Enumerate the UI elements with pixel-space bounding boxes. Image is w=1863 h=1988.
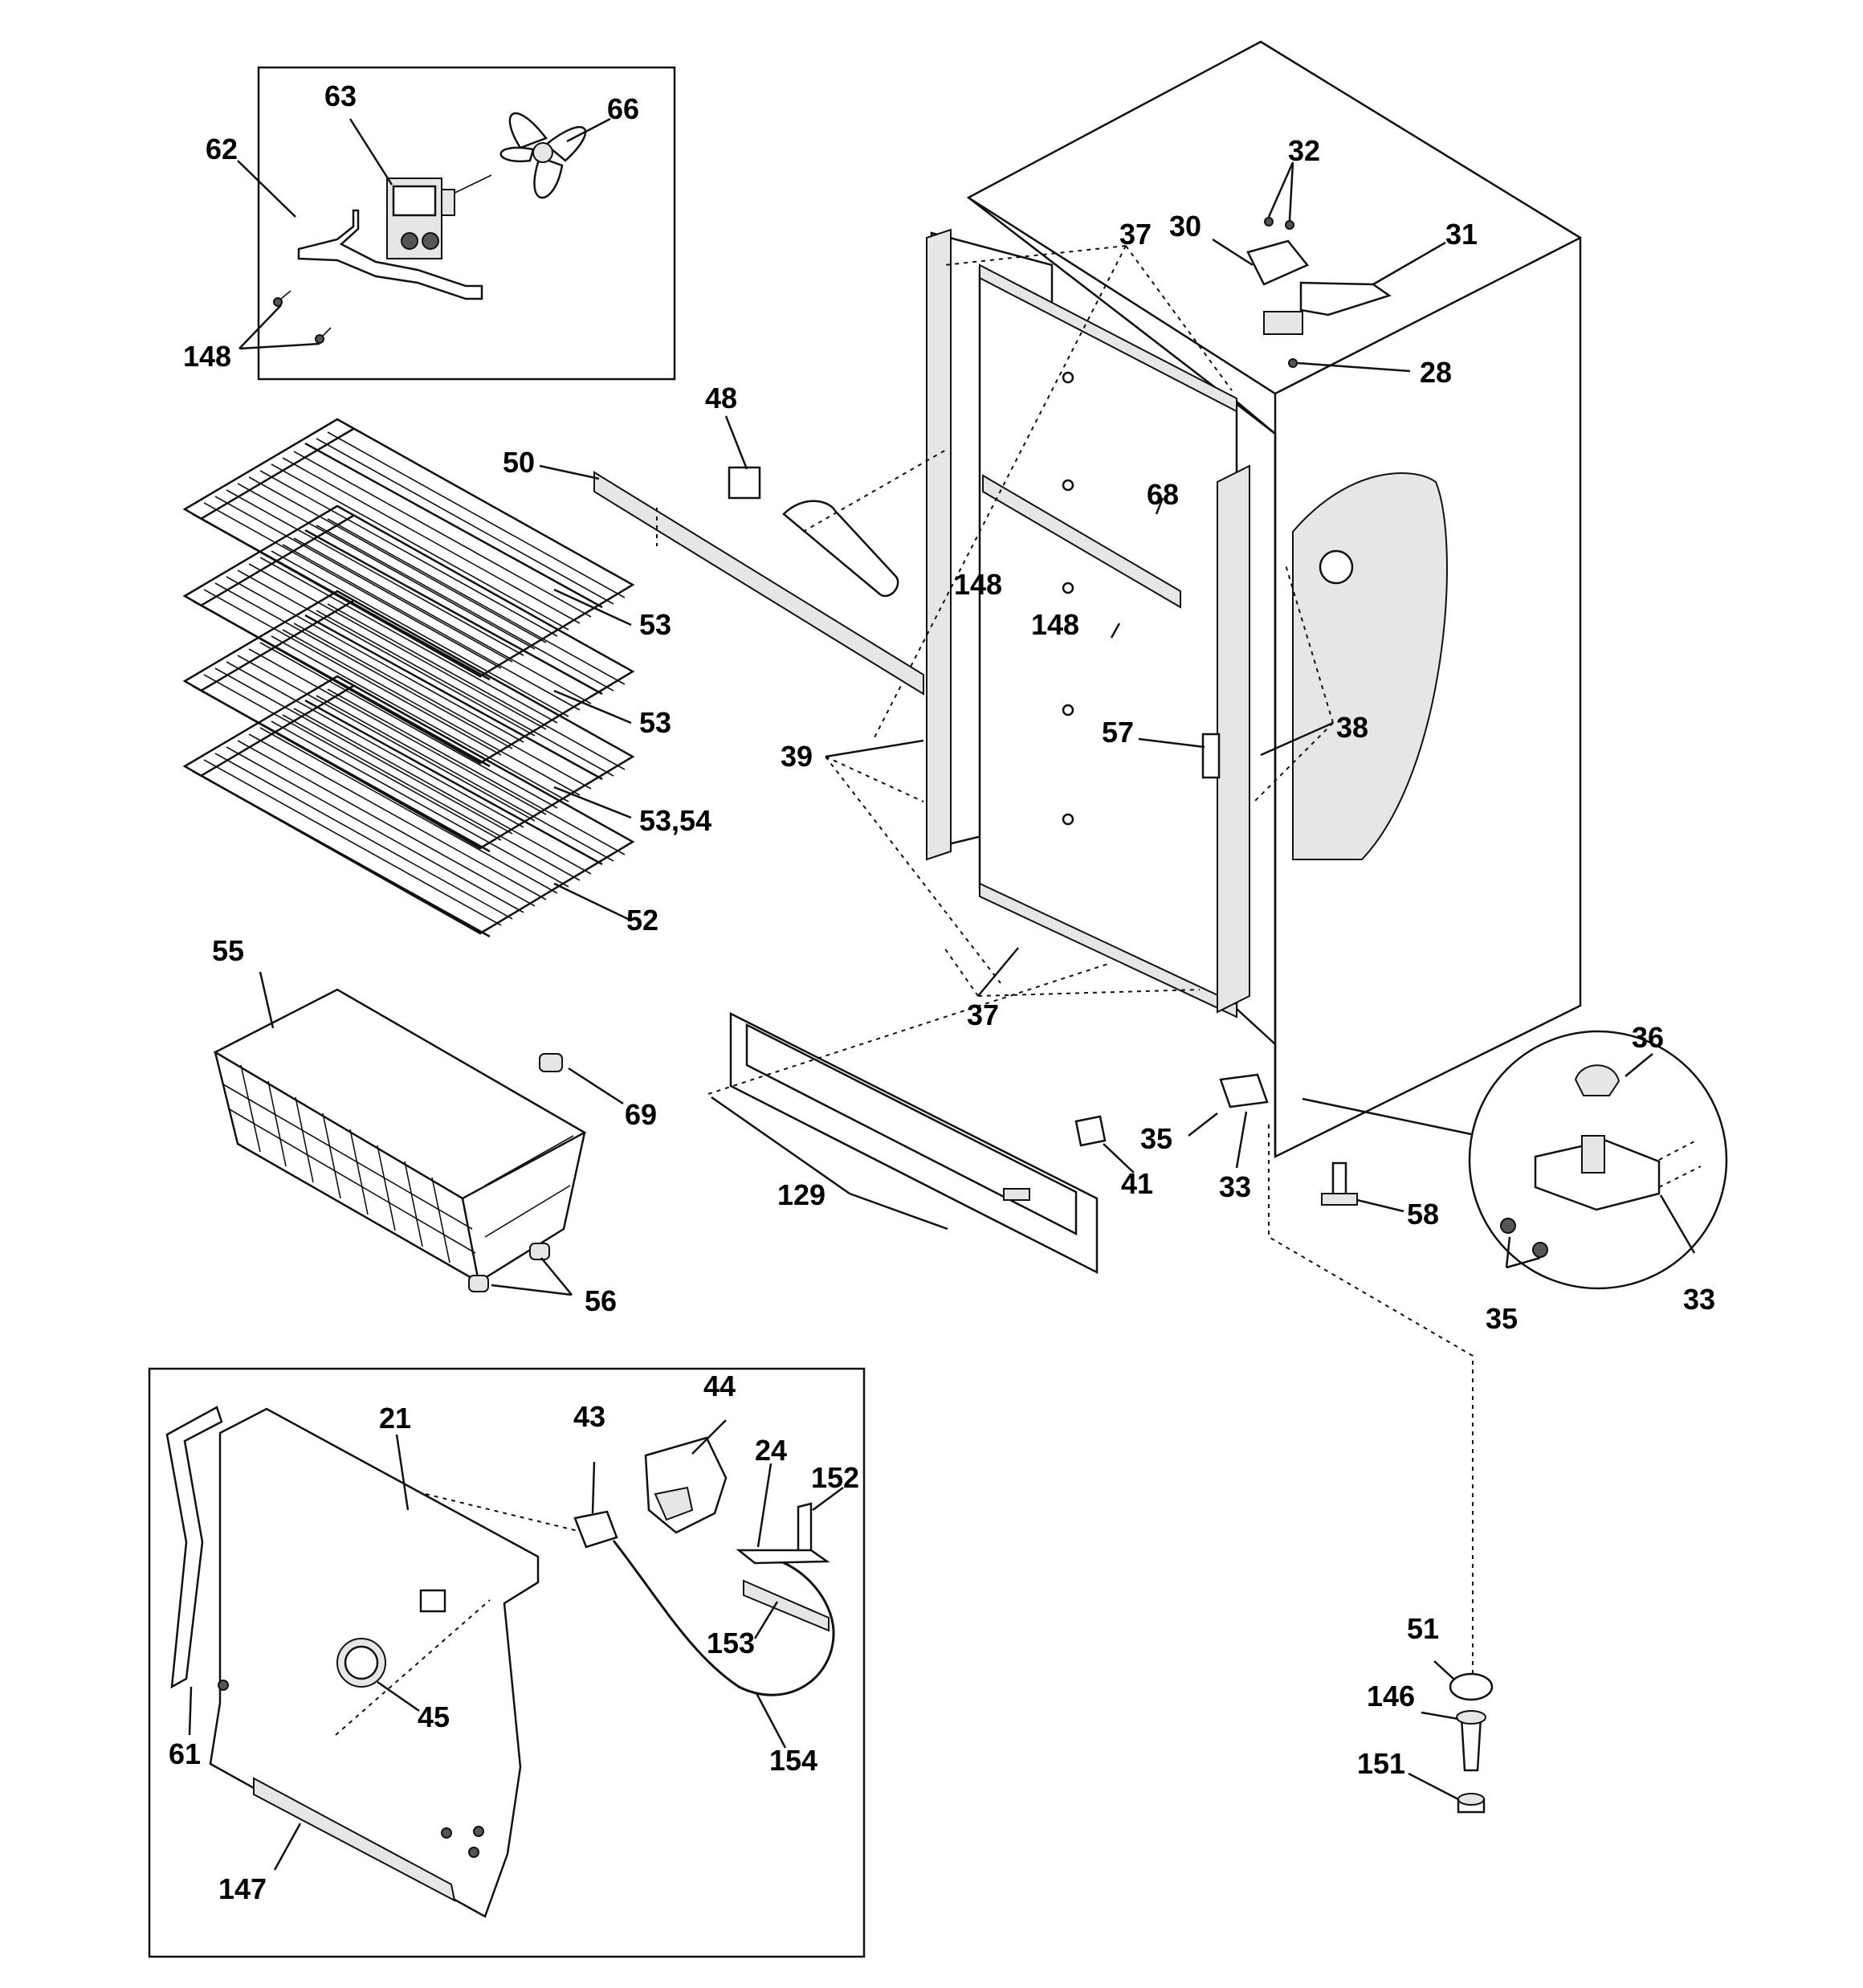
callout-53-b: 53 [639, 706, 671, 739]
callout-66: 66 [607, 92, 639, 125]
callout-32: 32 [1288, 134, 1320, 167]
callout-63: 63 [324, 80, 357, 112]
callout-41: 41 [1121, 1167, 1153, 1200]
callout-129: 129 [777, 1178, 826, 1211]
callout-53-a: 53 [639, 608, 671, 641]
foot-parts [1408, 1660, 1494, 1814]
callout-148-mid: 148 [954, 568, 1002, 601]
callout-148-fan: 148 [183, 340, 231, 373]
fan-motor-inset [237, 66, 676, 381]
callout-33-cabinet: 33 [1219, 1170, 1251, 1203]
callout-62: 62 [206, 133, 238, 165]
callout-55: 55 [212, 934, 244, 967]
callout-52: 52 [626, 904, 658, 937]
wire-shelves [182, 418, 635, 938]
fan-blade-shape [499, 112, 587, 199]
callout-56: 56 [585, 1284, 617, 1317]
callout-148-right: 148 [1031, 608, 1079, 641]
callout-61: 61 [169, 1737, 201, 1770]
callout-152: 152 [811, 1461, 859, 1494]
callout-37-bottom: 37 [967, 998, 999, 1031]
callout-45: 45 [418, 1700, 450, 1733]
callout-58: 58 [1407, 1198, 1439, 1231]
callout-43: 43 [573, 1400, 605, 1433]
callout-48: 48 [705, 382, 737, 414]
hinge-detail [1302, 1030, 1728, 1290]
callout-33-detail: 33 [1683, 1283, 1715, 1316]
freezer-basket [213, 971, 624, 1296]
callout-28: 28 [1420, 356, 1452, 389]
toe-grille [707, 963, 1269, 1275]
callout-37-top: 37 [1119, 218, 1152, 251]
callout-21: 21 [379, 1402, 411, 1435]
callout-147: 147 [218, 1872, 267, 1905]
light-and-rail [539, 415, 947, 696]
callout-35-detail: 35 [1486, 1302, 1518, 1335]
callout-51: 51 [1407, 1612, 1439, 1645]
leveling-leg [1268, 1125, 1474, 1701]
callout-153: 153 [707, 1627, 755, 1659]
callout-154: 154 [769, 1744, 817, 1777]
callout-50: 50 [503, 446, 535, 479]
callout-30: 30 [1169, 210, 1201, 243]
callout-38: 38 [1336, 711, 1368, 744]
callout-numbers: 63 66 62 148 32 37 30 31 28 48 50 68 148… [169, 80, 1715, 1905]
control-panel-inset [148, 1367, 866, 1958]
callout-57: 57 [1102, 716, 1134, 749]
callout-53-54: 53,54 [639, 804, 711, 837]
callout-31: 31 [1445, 218, 1478, 251]
callout-39: 39 [781, 740, 813, 773]
callout-35-cabinet: 35 [1140, 1122, 1172, 1155]
callout-151: 151 [1357, 1747, 1405, 1780]
callout-146: 146 [1367, 1680, 1415, 1712]
callout-68: 68 [1147, 478, 1179, 511]
callout-36: 36 [1632, 1021, 1664, 1054]
callout-44: 44 [703, 1370, 736, 1402]
callout-69: 69 [625, 1098, 657, 1131]
callout-24: 24 [755, 1434, 787, 1467]
freezer-cabinet [825, 40, 1582, 1159]
